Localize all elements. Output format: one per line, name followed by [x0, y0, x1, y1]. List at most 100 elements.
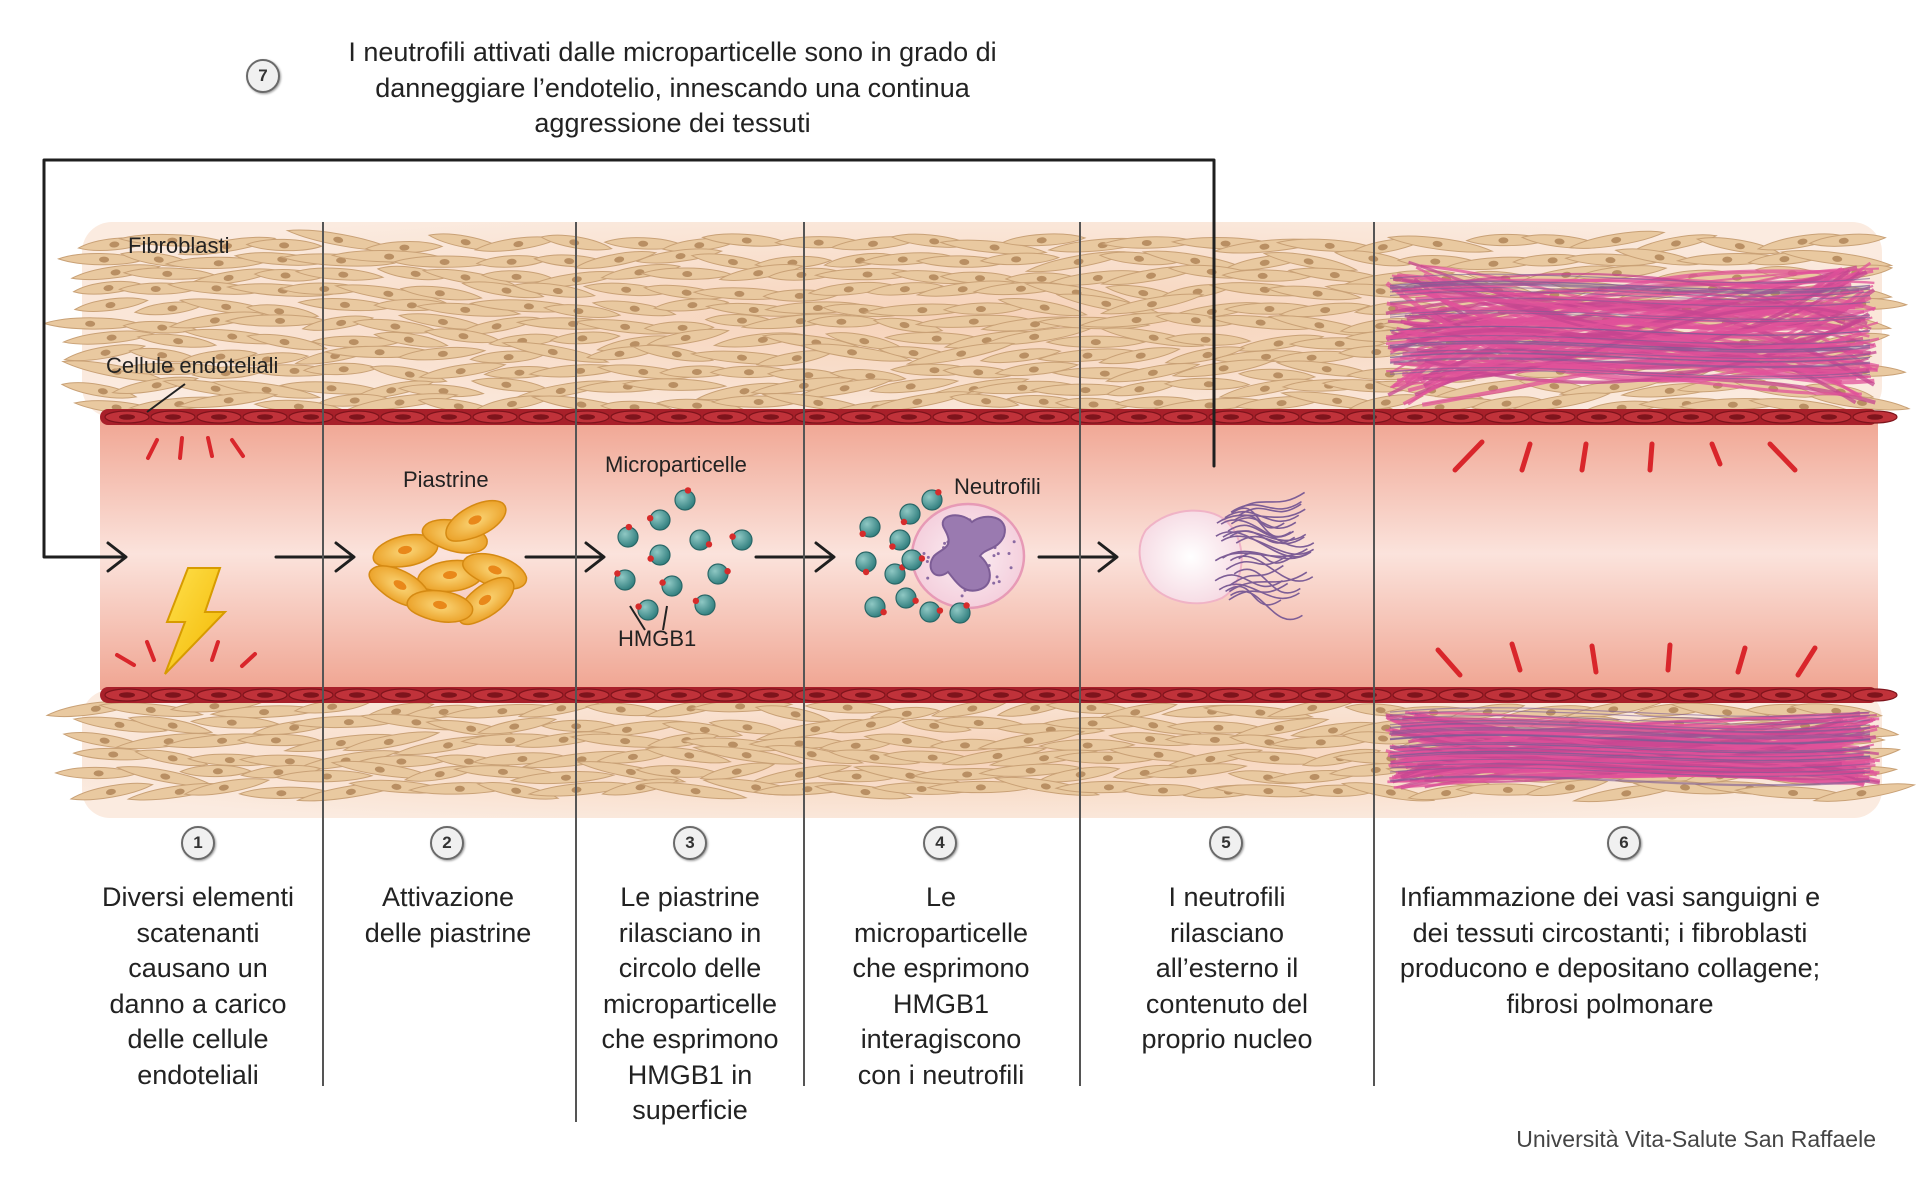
collagen-deposit-bottom — [1385, 707, 1881, 790]
fibroblast-cell — [644, 746, 732, 764]
collagen-fiber — [1389, 352, 1871, 363]
fibroblast-cell — [60, 382, 138, 399]
fibroblast-cell — [1262, 252, 1359, 272]
microparticle — [635, 599, 659, 621]
fibroblast-cell — [274, 770, 374, 783]
neutrophil-cell — [910, 502, 1026, 610]
lightning-bolt-icon — [164, 567, 228, 675]
microparticle — [689, 529, 713, 551]
fibroblast-cell — [1045, 335, 1146, 348]
endothelium-top — [100, 409, 1898, 425]
microparticle — [901, 549, 926, 571]
net-fiber — [1224, 511, 1300, 522]
fibroblast-cell — [127, 716, 214, 734]
microparticle — [617, 523, 639, 548]
step-caption-1: Diversi elementi scatenanti causano un d… — [101, 882, 295, 1090]
collagen-fiber — [1389, 273, 1871, 284]
collagen-fiber — [1389, 309, 1871, 320]
collagen-fiber — [1389, 710, 1871, 721]
fibroblast-cell — [1164, 346, 1246, 365]
fibroblast-cell — [941, 747, 1048, 766]
hmgb1-dot — [935, 489, 942, 496]
microparticle — [921, 489, 943, 511]
collagen-fiber — [1389, 349, 1871, 360]
damage-marks-step1 — [115, 436, 257, 668]
hmgb1-dot — [918, 555, 926, 562]
collagen-fiber — [1389, 357, 1871, 368]
fibroblast-cell — [477, 717, 558, 735]
collagen-fiber — [1389, 334, 1871, 345]
credit-text: Università Vita-Salute San Raffaele — [1516, 1126, 1876, 1152]
hmgb1-pointer-b — [662, 605, 668, 631]
fibroblast-cell — [979, 348, 1062, 363]
collagen-fiber — [1389, 367, 1871, 377]
flow-arrows — [274, 541, 1119, 573]
fibroblast-cell — [764, 745, 865, 764]
net-fiber — [1231, 507, 1285, 529]
hmgb1-dot — [859, 530, 866, 538]
fibroblast-cell — [573, 251, 658, 269]
fibroblast-cell — [621, 378, 728, 391]
fibroblast-cell — [938, 239, 1048, 255]
step-caption-3: Le piastrine rilasciano in circolo delle… — [601, 882, 779, 1125]
fibroblast-cell — [926, 780, 1037, 794]
fibroblast-cell — [333, 284, 448, 304]
fibroblast-cell — [73, 297, 149, 312]
platelet-cluster — [368, 500, 528, 626]
fibroblast-cell — [813, 783, 914, 800]
net-fiber — [1220, 519, 1315, 548]
collagen-fiber — [1389, 728, 1871, 739]
fibroblast-cell — [1099, 293, 1205, 315]
fibroblast-cell — [61, 330, 156, 345]
collagen-fiber — [1389, 752, 1871, 763]
collagen-fiber — [1389, 283, 1871, 294]
fibroblast-cell — [245, 238, 324, 252]
fibroblast-cell — [461, 281, 545, 299]
collagen-fiber — [1389, 343, 1871, 353]
hmgb1-dot — [705, 541, 713, 548]
fibroblast-cell — [868, 378, 960, 394]
fibroblast-cell — [905, 342, 1016, 365]
microparticle-cluster-step3 — [614, 487, 753, 621]
step-badge-7: 7 — [246, 59, 280, 93]
collagen-fiber — [1389, 325, 1871, 336]
fibroblast-cell — [866, 282, 944, 296]
hmgb1-dot — [614, 570, 621, 577]
fibroblast-cell — [639, 782, 748, 800]
collagen-fiber — [1389, 726, 1871, 737]
fibroblast-cell — [1218, 378, 1314, 399]
collagen-fiber — [1389, 775, 1871, 786]
net-releasing-neutrophil — [1138, 491, 1315, 621]
microparticle — [692, 594, 716, 616]
hmgb1-dot — [729, 533, 736, 540]
collagen-fiber — [1389, 741, 1871, 752]
net-fiber — [1225, 555, 1287, 571]
fibroblast-cell — [280, 253, 397, 267]
fibroblast-cell — [399, 285, 483, 301]
fibroblast-cell — [1808, 233, 1887, 247]
microparticle-cluster-step4 — [855, 489, 971, 624]
platelet — [406, 589, 474, 623]
fibroblast-cell — [1171, 359, 1274, 378]
collagen-fiber — [1389, 747, 1871, 758]
microparticle — [729, 529, 753, 551]
fibroblast-cell — [1695, 237, 1781, 255]
fibroblast-cell — [994, 361, 1080, 376]
collagen-fiber — [1389, 719, 1871, 730]
collagen-fiber — [1389, 733, 1871, 744]
microparticle — [659, 575, 683, 597]
fibroblast-cell — [183, 778, 271, 796]
hmgb1-dot — [684, 487, 692, 494]
net-fiber — [1230, 517, 1297, 529]
fibroblast-cell — [603, 237, 685, 250]
fibroblast-cell — [245, 304, 320, 319]
collagen-fiber — [1389, 758, 1871, 769]
fibroblast-cell — [1164, 333, 1252, 346]
collagen-fiber — [1389, 358, 1871, 369]
microparticle — [646, 509, 671, 531]
fibroblast-cell — [901, 718, 972, 733]
fibroblast-cell — [982, 327, 1092, 346]
collagen-fiber — [1396, 727, 1848, 767]
hmgb1-dot — [635, 603, 642, 610]
